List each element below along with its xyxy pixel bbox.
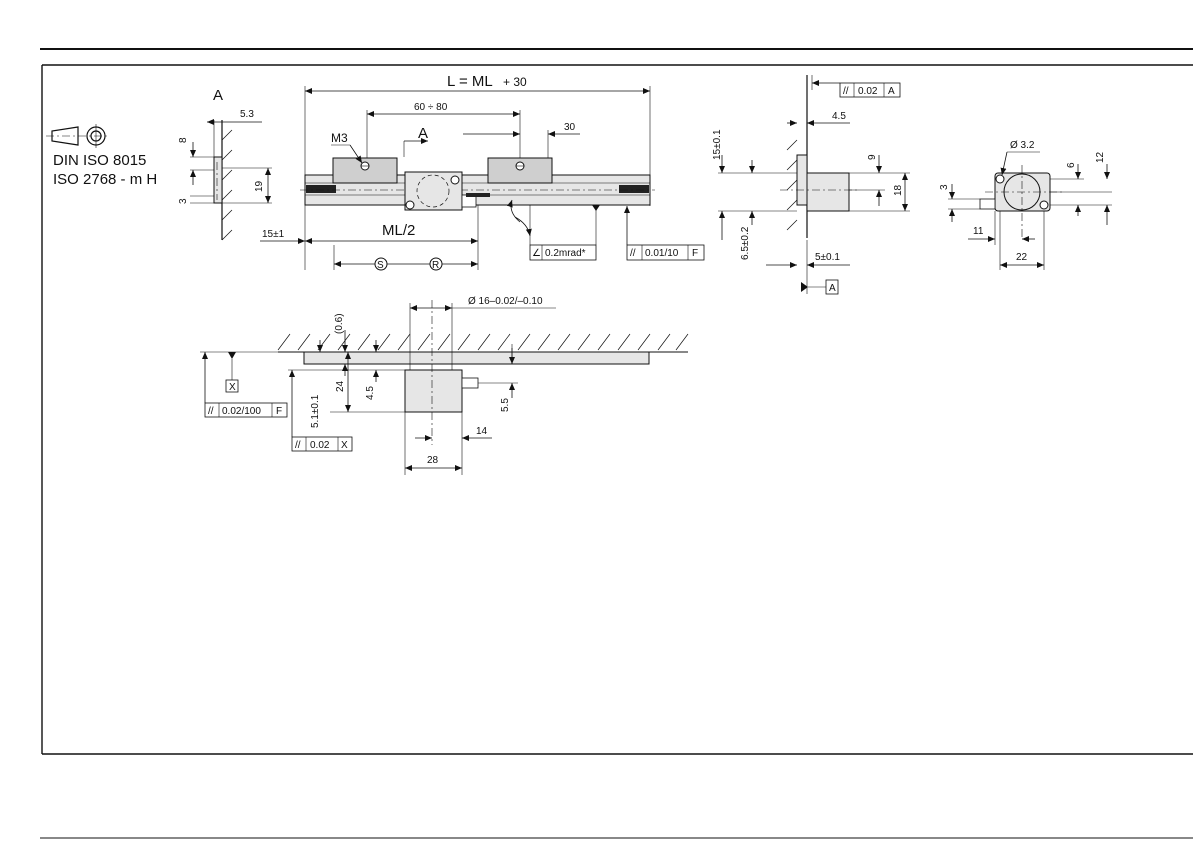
mount-head — [405, 370, 462, 412]
datum-r: R — [432, 260, 439, 271]
seal-right — [619, 185, 649, 193]
dim-15: 15±1 — [262, 229, 285, 240]
tol-par-value: 0.01/10 — [645, 248, 679, 259]
side-tol-sym: // — [843, 86, 849, 97]
mount-tol1-value: 0.02/100 — [222, 406, 261, 417]
mount-dim-5-1: 5.1±0.1 — [310, 394, 321, 428]
side-view: // 0.02 A 4.5 15±0.1 6.5±0.2 9 18 5±0.1 — [712, 75, 910, 294]
ml-half: ML/2 — [382, 222, 415, 239]
view-a-hatch — [222, 130, 232, 240]
mount-dim-14: 14 — [476, 426, 488, 437]
dim-60-80: 60 ÷ 80 — [414, 102, 448, 113]
view-a-title: A — [213, 87, 223, 104]
end-dia: Ø 3.2 — [1010, 140, 1035, 151]
end-dim-22: 22 — [1016, 252, 1028, 263]
side-tol-ref: A — [888, 86, 895, 97]
main-view: L = ML + 30 60 ÷ 80 30 M3 A — [260, 73, 704, 271]
standard-din: DIN ISO 8015 — [53, 152, 146, 169]
mount-tol1-sym: // — [208, 406, 214, 417]
tol-par-ref: F — [692, 248, 698, 259]
thread-m3: M3 — [331, 131, 348, 145]
side-dim-4-5: 4.5 — [832, 111, 846, 122]
side-view-hatch — [787, 140, 797, 230]
mount-datum-x: X — [229, 382, 236, 393]
view-a-dim-5-3: 5.3 — [240, 109, 254, 120]
mount-dim-5-5: 5.5 — [500, 398, 511, 412]
side-tol-value: 0.02 — [858, 86, 878, 97]
datum-s: S — [377, 260, 384, 271]
length-label: L = ML — [447, 73, 493, 90]
side-datum: A — [829, 283, 836, 294]
view-a-scale-profile — [214, 157, 222, 203]
view-a: A 5.3 8 3 19 — [178, 87, 272, 240]
length-suffix: + 30 — [503, 75, 527, 89]
end-dim-11: 11 — [973, 226, 984, 237]
dim-30: 30 — [564, 122, 576, 133]
mount-tol2-sym: // — [295, 440, 301, 451]
side-head — [807, 173, 849, 211]
mount-dim-4-5: 4.5 — [365, 386, 376, 400]
view-a-dim-3: 3 — [178, 198, 189, 204]
mount-dim-28: 28 — [427, 455, 439, 466]
mount-tol1-ref: F — [276, 406, 282, 417]
mount-tol2-value: 0.02 — [310, 440, 330, 451]
end-dim-6: 6 — [1066, 162, 1077, 168]
side-profile — [797, 155, 807, 205]
tol-par-sym: // — [630, 248, 636, 259]
side-dim-15: 15±0.1 — [712, 129, 723, 160]
projection-symbol-icon — [46, 124, 110, 148]
side-dim-6-5: 6.5±0.2 — [740, 226, 751, 260]
view-a-dim-8: 8 — [178, 137, 189, 143]
section-marker-a: A — [418, 125, 428, 142]
mount-dim-24: 24 — [335, 380, 346, 392]
seal-left — [306, 185, 336, 193]
tol-angle-value: 0.2mrad* — [545, 248, 586, 259]
end-view: Ø 3.2 6 12 3 11 22 — [939, 140, 1112, 270]
end-dim-12: 12 — [1095, 151, 1106, 163]
mount-view: Ø 16–0.02/–0.10 X // 0.02/100 F (0.6) 24… — [200, 296, 688, 475]
end-dim-3: 3 — [939, 184, 950, 190]
view-a-dim-19: 19 — [254, 180, 265, 192]
standards-block: DIN ISO 8015 ISO 2768 - m H — [46, 124, 157, 188]
mount-hatch — [278, 334, 688, 350]
side-dim-9: 9 — [867, 154, 878, 160]
side-dim-18: 18 — [893, 184, 904, 196]
mount-dia: Ø 16–0.02/–0.10 — [468, 296, 543, 307]
mount-scale-body — [304, 352, 649, 364]
tol-angle-sym: ∠ — [532, 248, 541, 259]
mount-tol2-ref: X — [341, 440, 348, 451]
side-dim-5: 5±0.1 — [815, 252, 840, 263]
mount-dim-0-6: (0.6) — [334, 313, 345, 334]
standard-iso: ISO 2768 - m H — [53, 171, 157, 188]
